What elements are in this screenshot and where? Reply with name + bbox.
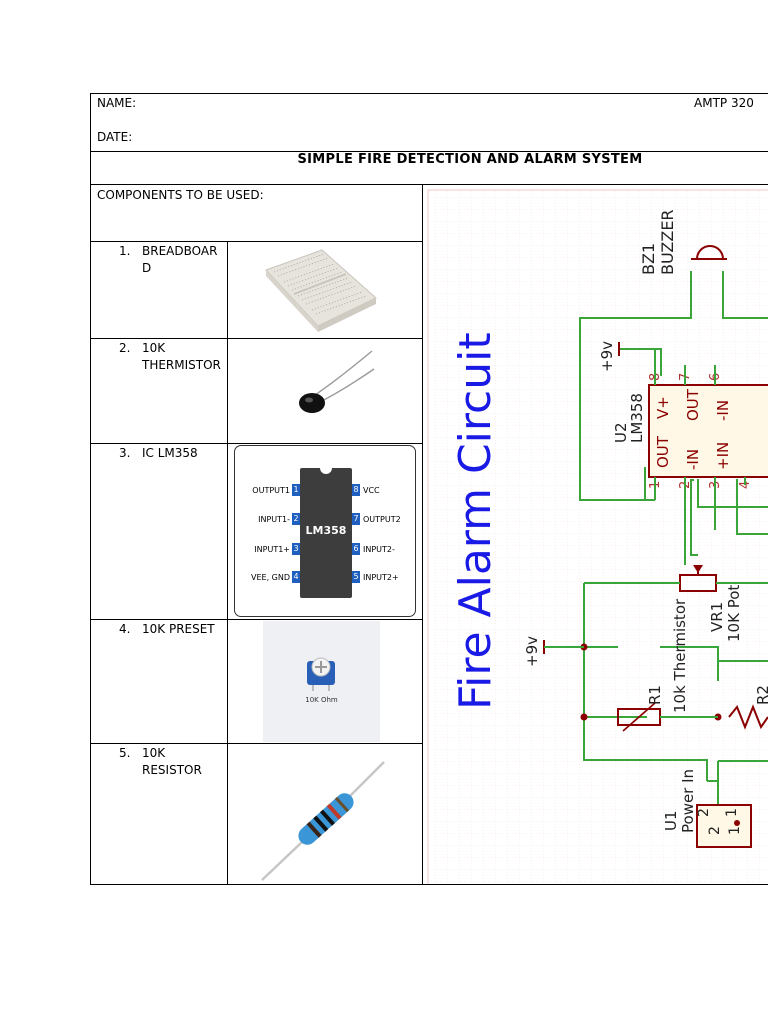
resistor-image	[261, 761, 385, 881]
item-number: 2.	[119, 341, 131, 355]
breadboard-image	[265, 249, 377, 332]
resistor-r2-body	[728, 704, 768, 730]
item-name: 10K RESISTOR	[142, 746, 202, 777]
ic-body: LM358	[300, 462, 352, 598]
name-label: NAME:	[97, 96, 137, 110]
ic-pin-name: +IN	[714, 442, 732, 470]
pin-number: 4	[292, 571, 300, 583]
pin-label: INPUT2+	[363, 573, 399, 582]
components-heading: COMPONENTS TO BE USED:	[97, 188, 264, 202]
list-item: 4. 10K PRESET	[119, 621, 223, 638]
list-item: 1. BREADBOAR D	[119, 243, 223, 277]
thermistor-name: 10k Thermistor	[671, 598, 689, 713]
divider	[422, 184, 423, 885]
pin-label: INPUT2-	[363, 545, 395, 554]
divider	[90, 184, 768, 185]
thermistor-ref: R1	[646, 685, 664, 705]
item-name: IC LM358	[142, 446, 198, 460]
pin-number: 7	[352, 513, 360, 525]
pin-row: INPUT1+ 3	[235, 543, 300, 557]
divider	[90, 338, 423, 339]
divider	[90, 443, 423, 444]
lm358-pinout-image: LM358 OUTPUT1 1 INPUT1- 2 INPUT1+ 3 VEE,…	[234, 445, 416, 617]
ic-pin-name: -IN	[684, 449, 702, 470]
pin-label: OUTPUT2	[363, 515, 401, 524]
fire-alarm-schematic: Fire Alarm Circuit BZ1 BUZZER U2 LM358 O…	[427, 189, 768, 884]
power-connector-body	[696, 804, 752, 848]
item-number: 1.	[119, 244, 131, 258]
pin-number: 6	[352, 543, 360, 555]
item-name: BREADBOAR	[142, 244, 218, 258]
pin-number: 1	[292, 484, 300, 496]
pin-row: 7 OUTPUT2	[352, 513, 415, 527]
item-name: 10K	[142, 341, 166, 355]
power-pin-numbers: 2 1 2 1	[696, 808, 743, 835]
ic-pin-leads	[654, 349, 746, 565]
pin-row: VEE, GND 4	[235, 571, 300, 585]
course-code: AMTP 320	[694, 96, 754, 110]
resistor-ref: R2	[754, 685, 768, 705]
item-number: 4.	[119, 622, 131, 636]
pin-label: VCC	[363, 486, 380, 495]
buzzer-name: BUZZER	[658, 209, 677, 275]
list-item: 5. 10K RESISTOR	[119, 745, 223, 779]
ic-u2-ref: U2	[612, 422, 630, 443]
ic-pin-name: OUT	[654, 435, 672, 468]
worksheet-table	[90, 93, 768, 885]
supply-label: +9v	[523, 636, 541, 667]
ic-pin-name: -IN	[714, 400, 732, 421]
ic-pin-name: V+	[654, 396, 672, 419]
pin-label: INPUT1-	[258, 515, 290, 524]
power-name: Power In	[679, 769, 697, 833]
ic-u2-name: LM358	[628, 393, 646, 443]
pin-number: 8	[352, 484, 360, 496]
list-item: 3. IC LM358	[119, 445, 223, 462]
svg-text:1: 1	[727, 826, 743, 835]
item-number: 3.	[119, 446, 131, 460]
pin-row: OUTPUT1 1	[235, 484, 300, 498]
ic-chip-label: LM358	[305, 524, 347, 537]
preset-image: 10K Ohm	[263, 621, 380, 742]
date-label: DATE:	[97, 130, 133, 144]
thermistor-image	[299, 350, 375, 413]
divider	[90, 743, 423, 744]
buzzer-symbol	[691, 245, 727, 260]
pin-number: 3	[292, 543, 300, 555]
ic-notch	[320, 462, 332, 474]
svg-text:2: 2	[707, 826, 723, 835]
page-title: SIMPLE FIRE DETECTION AND ALARM SYSTEM	[297, 152, 643, 167]
divider	[90, 151, 768, 152]
pot-ref: VR1	[708, 602, 726, 632]
divider	[90, 241, 423, 242]
ic-pin-name: OUT	[684, 388, 702, 421]
buzzer-ref: BZ1	[639, 243, 658, 275]
divider	[90, 619, 423, 620]
schematic-title: Fire Alarm Circuit	[450, 332, 501, 710]
item-number: 5.	[119, 746, 131, 760]
pin-number: 2	[292, 513, 300, 525]
preset-body	[307, 657, 335, 691]
pot-name: 10K Pot	[725, 585, 743, 642]
pin-label: VEE, GND	[250, 573, 290, 582]
item-name: D	[142, 261, 152, 275]
item-name: THERMISTOR	[142, 358, 221, 372]
pin-label: OUTPUT1	[252, 486, 290, 495]
pin-label: INPUT1+	[254, 545, 290, 554]
pin-row: 8 VCC	[352, 484, 415, 498]
list-item: 2. 10K THERMISTOR	[119, 340, 223, 374]
supply-label: +9v	[598, 341, 616, 372]
item-name: 10K PRESET	[142, 622, 215, 636]
power-ref: U1	[662, 810, 680, 831]
wires	[579, 271, 768, 806]
pin-row: 6 INPUT2-	[352, 543, 415, 557]
svg-text:1: 1	[724, 808, 740, 817]
pin-row: INPUT1- 2	[235, 513, 300, 527]
divider	[227, 241, 228, 885]
svg-text:2: 2	[696, 808, 712, 817]
pin-row: 5 INPUT2+	[352, 571, 415, 585]
preset-label: 10K Ohm	[305, 696, 338, 704]
pin-number: 5	[352, 571, 360, 583]
